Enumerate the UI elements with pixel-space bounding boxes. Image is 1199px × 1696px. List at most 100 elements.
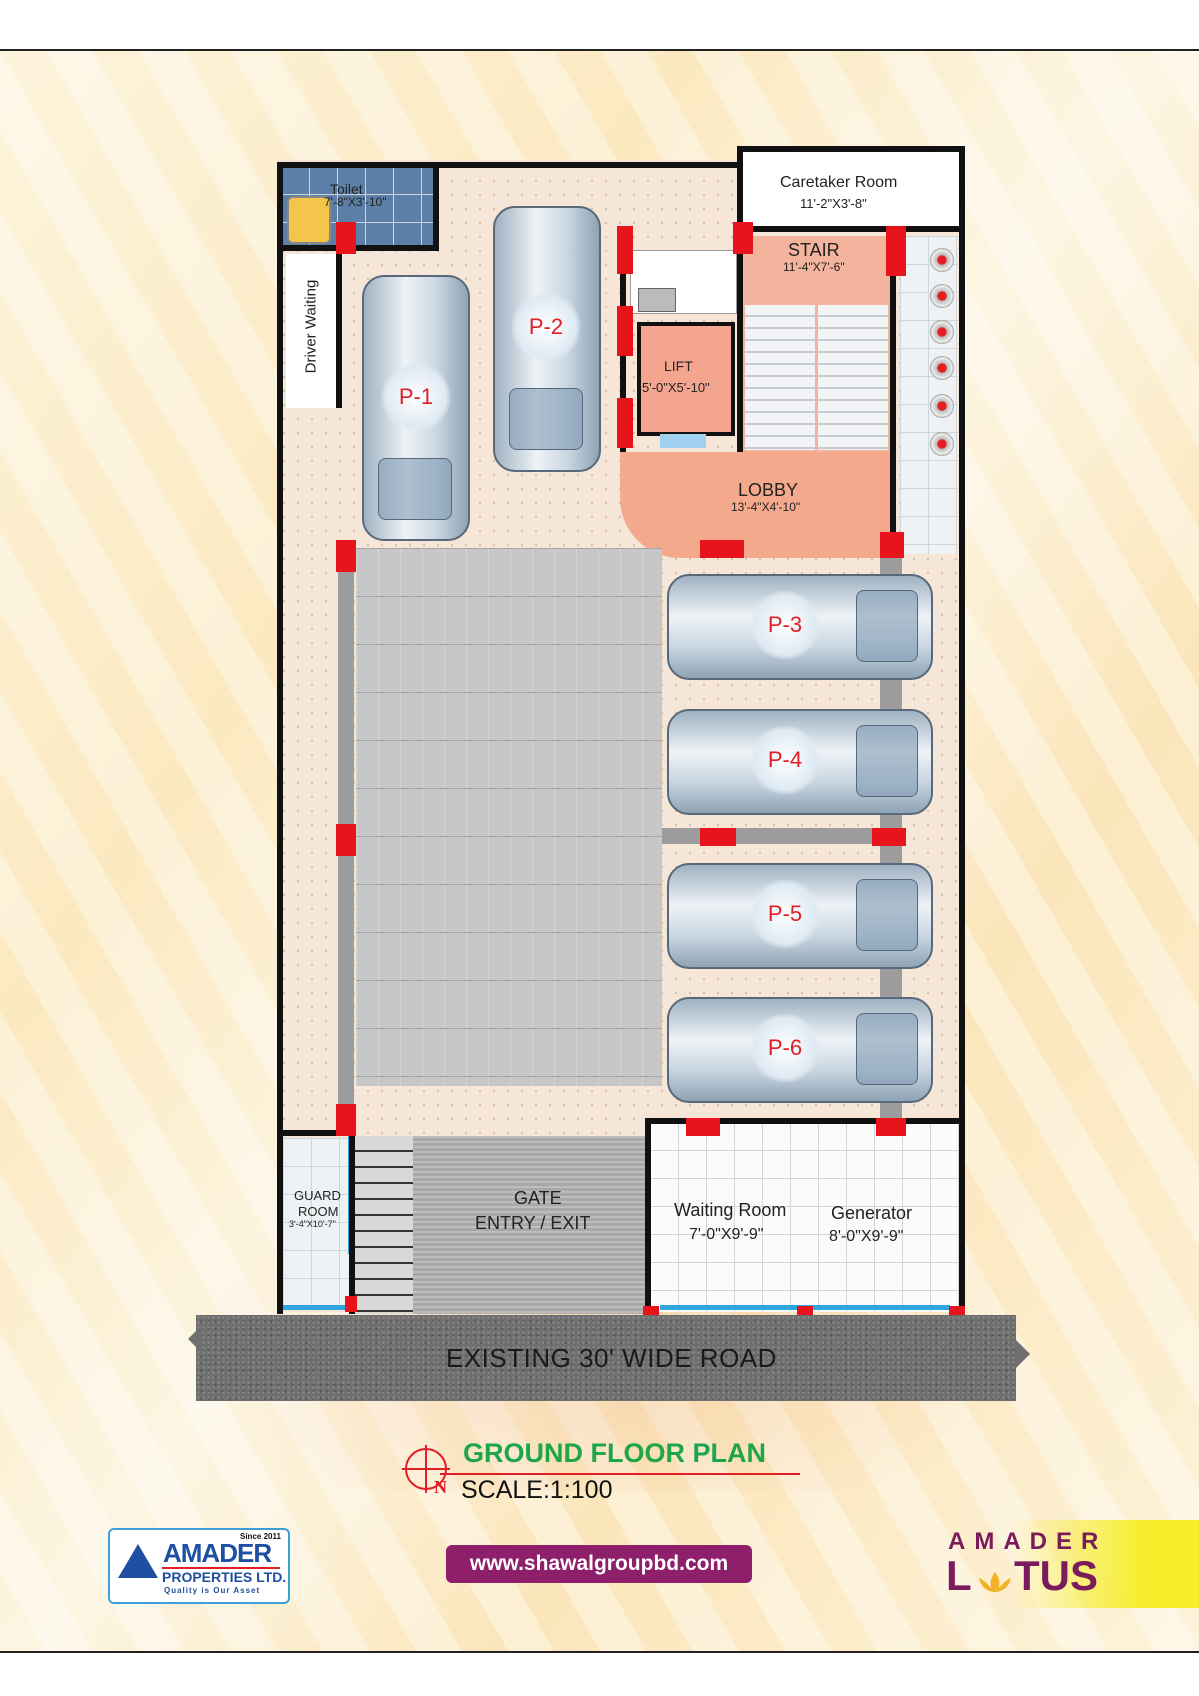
road-break-right [1016,1340,1030,1368]
company-tagline: Quality is Our Asset [164,1586,261,1595]
wall-guard-top [277,1130,349,1136]
column [876,1118,906,1136]
road-label: EXISTING 30' WIDE ROAD [446,1343,777,1373]
company-name-rule [162,1567,280,1569]
caretaker-size: 11'-2"X3'-8" [800,196,867,211]
column [872,828,906,846]
car-p1-windshield [378,458,452,520]
stair-flight-up [818,305,888,450]
column [886,226,906,276]
north-arrow-icon [400,1443,452,1495]
column [336,1104,356,1136]
wall-left [277,162,283,1314]
waiting-room [650,1122,960,1312]
parking-p3-label: P-3 [750,590,820,660]
column [345,1296,357,1312]
wall-top [277,162,737,168]
stair-label: STAIR [788,240,840,260]
stove-icon [638,288,676,312]
guard-room [283,1138,349,1310]
column [880,532,904,558]
project-name-line1: AMADER [948,1528,1108,1555]
fixture-icon [930,432,954,456]
car-p6-windshield [856,1013,918,1085]
company-since: Since 2011 [240,1532,281,1541]
gate-label-1: GATE [514,1188,562,1208]
guard-size: 3'-4"X10'-7" [289,1219,336,1229]
gate-steps [355,1136,413,1314]
parking-p6-label: P-6 [750,1013,820,1083]
column [336,540,356,572]
wall-stair-left [737,226,743,452]
fixture-icon [930,284,954,308]
driver-waiting-area [286,254,338,408]
lift-shaft [637,322,735,436]
plan-title: GROUND FLOOR PLAN [463,1438,766,1468]
guard-label-2: ROOM [298,1204,339,1219]
wall-driver [336,250,342,408]
gate-ramp [413,1136,645,1314]
car-p5-windshield [856,879,918,951]
website-link[interactable]: www.shawalgroupbd.com [469,1552,729,1575]
project-name-tus: TUS [1014,1552,1098,1599]
generator-size: 8'-0"X9'-9" [829,1228,904,1245]
wall-right [959,146,965,1314]
service-strip [900,236,958,554]
wall-stair-right [890,226,896,556]
toilet-label: Toilet [330,181,363,197]
column [336,222,356,254]
column [617,306,633,356]
wall-waiting-left [645,1118,651,1314]
column [700,540,744,558]
parking-p4-label: P-4 [750,725,820,795]
generator-label: Generator [831,1203,913,1223]
stair-flight-dn [745,305,815,450]
lift-door [660,434,706,448]
toilet-fixture-icon [287,196,331,244]
stair-size: 11'-4"X7'-6" [783,260,845,274]
wall-top-right [737,146,965,152]
wall-toilet [277,245,439,251]
car-p2-windshield [509,388,583,450]
fixture-icon [930,394,954,418]
lotus-icon [975,1570,1015,1594]
guard-label-1: GUARD [294,1188,341,1203]
fixture-icon [930,248,954,272]
wall-stair-top [737,226,965,232]
website-badge[interactable] [446,1545,752,1583]
north-label: N [434,1477,447,1497]
wall-waiting-top [645,1118,965,1124]
road-break-left [188,1325,202,1353]
guard-front-window [283,1305,349,1310]
lobby-size: 13'-4"X4'-10" [731,500,801,514]
title-rule [440,1473,800,1475]
column [700,828,736,846]
project-name-l: L [946,1552,972,1599]
wall-toilet-side [433,162,439,250]
beam-line [662,828,902,844]
scale-label: SCALE:1:100 [461,1476,613,1504]
toilet-size: 7'-8"X3'-10" [324,195,387,209]
lobby [620,452,890,558]
lift-size: 5'-0"X5'-10" [642,380,710,395]
parking-p2-label: P-2 [511,292,581,362]
parking-p5-label: P-5 [750,879,820,949]
column [617,226,633,274]
caretaker-label: Caretaker Room [780,174,898,191]
column [336,824,356,856]
parking-p1-label: P-1 [381,362,451,432]
lift-label: LIFT [664,358,693,374]
wall-caretaker-left [737,146,743,226]
company-name: AMADER [163,1538,272,1568]
waiting-size: 7'-0"X9'-9" [689,1226,764,1243]
waiting-label: Waiting Room [674,1200,787,1220]
column [643,1306,659,1316]
wall-guard-right [349,1130,355,1314]
project-logo-band [1010,1520,1199,1608]
driver-waiting-label: Driver Waiting [302,279,320,374]
company-sub: PROPERTIES LTD. [162,1569,287,1585]
gate-label-2: ENTRY / EXIT [475,1213,591,1233]
lobby-label: LOBBY [738,480,799,500]
column [797,1306,813,1316]
column [733,222,753,254]
